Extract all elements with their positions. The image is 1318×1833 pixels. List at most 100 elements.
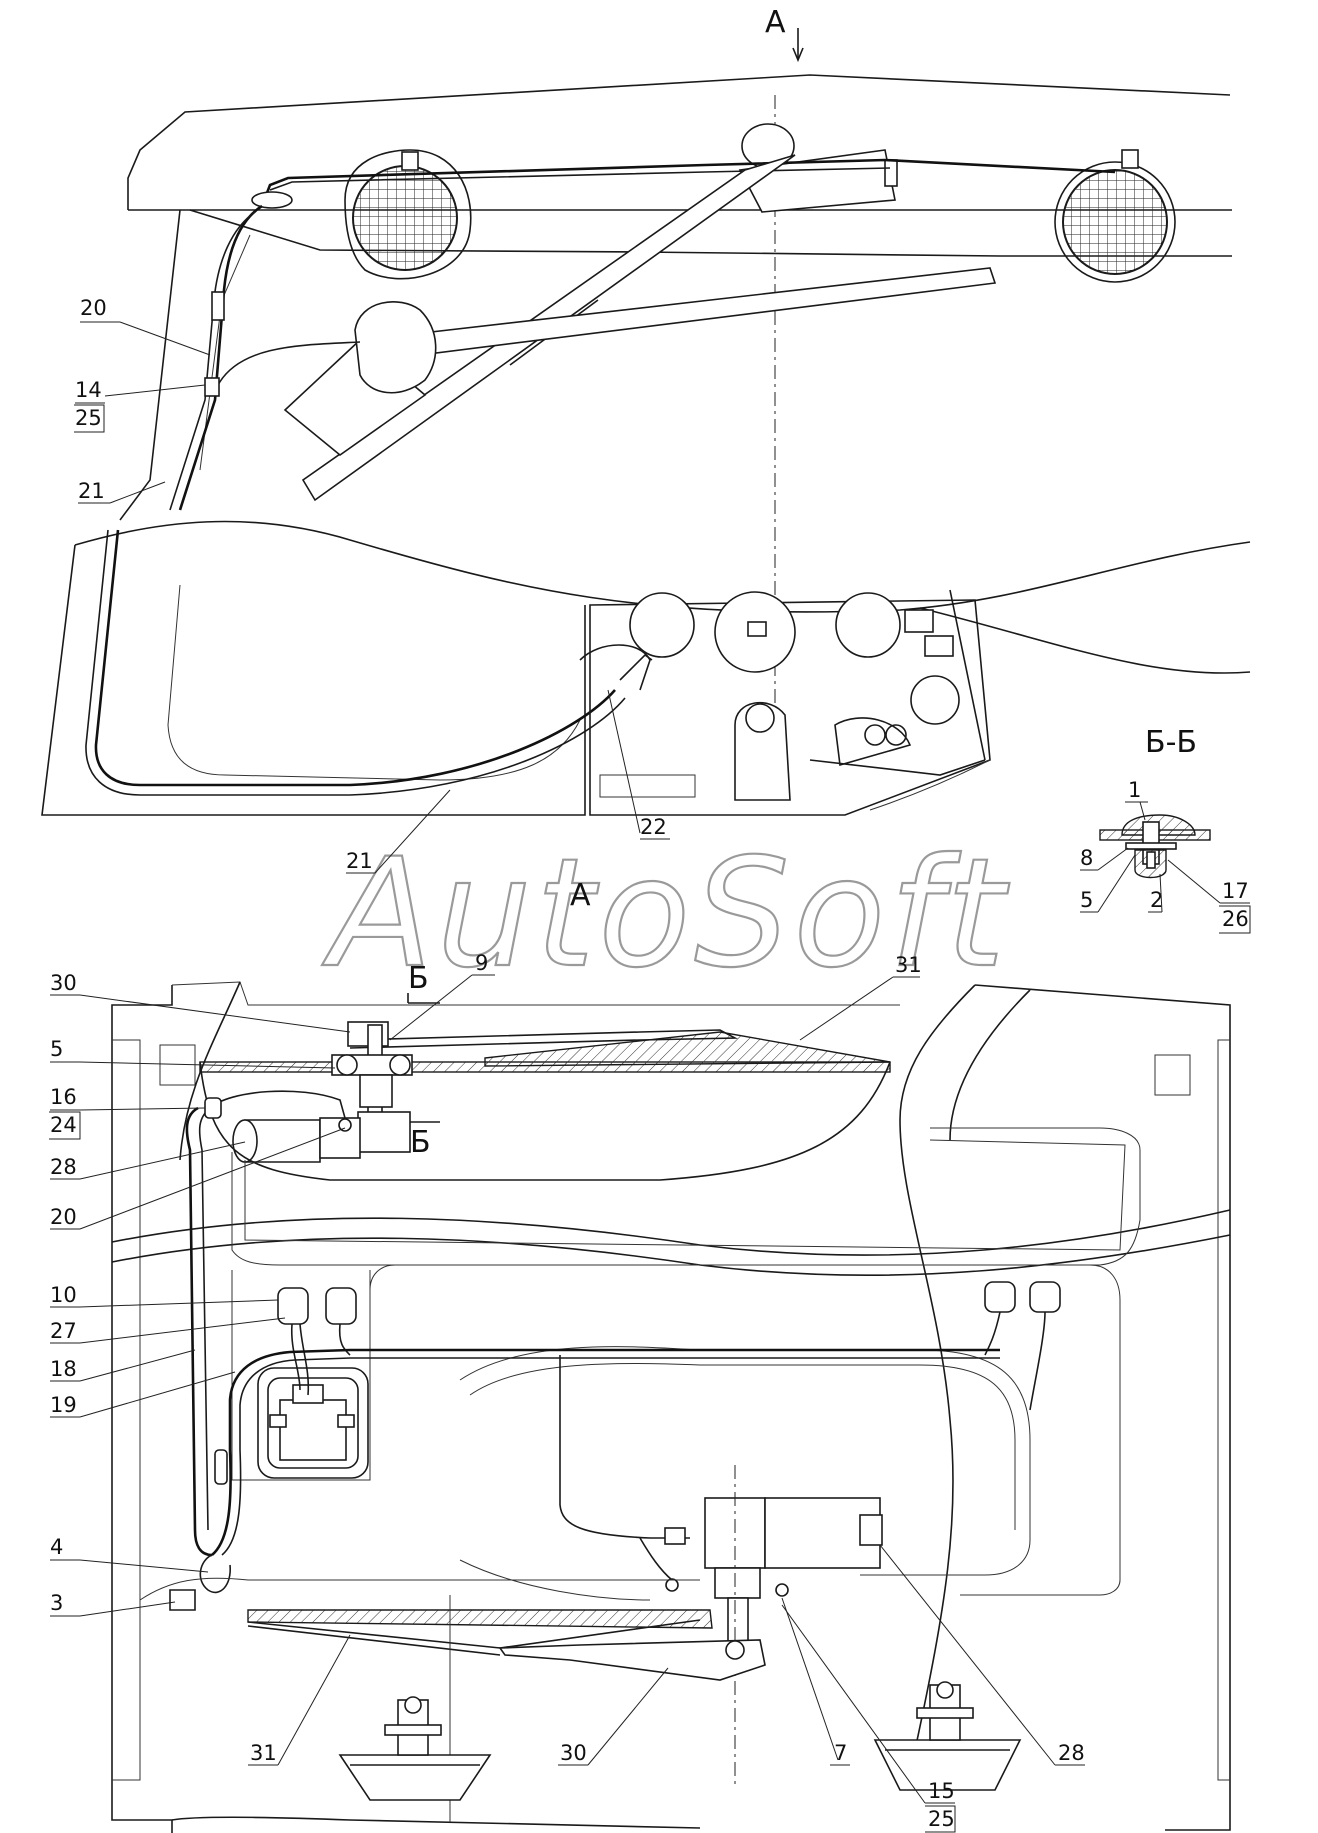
lower-body-line-4 [459,1559,651,1601]
callout-14-top: 14 [75,378,102,402]
speaker-left [344,149,472,280]
inner-panel-frame [231,1127,1141,1266]
view-marker-a-top: А [765,5,786,40]
callout-21-top-b: 21 [346,849,373,873]
upper-blade-31 [484,1031,891,1067]
inner-panel-frame-2 [244,1139,1126,1251]
wire-to-motor-2 [639,1537,673,1581]
dashboard-break-line-2 [919,607,1251,674]
svg-text:30: 30 [560,1741,587,1765]
callouts-bottom: 30 9 31 5 16 24 28 20 10 [49,951,1085,1833]
instrument-cluster [589,589,991,816]
dash-right-panel [869,759,991,811]
clamp-16 [204,1097,222,1119]
break-curve-upper [199,1061,891,1181]
clamp-upper [211,291,225,321]
lower-arm-pivot [725,1640,745,1660]
washer-motor-28-upper [232,1117,361,1163]
section-b-b: Б-Б 1 8 5 2 17 26 [1080,725,1251,934]
section-title: Б-Б [1145,725,1197,760]
lower-door-frame-left [369,1264,1121,1301]
lower-body-line [171,1816,701,1829]
connector-motor [664,1527,686,1545]
harness-19-b [221,1357,1000,1556]
relay-10-pair [277,1287,357,1396]
cab-outline-left-inner [112,1039,141,1781]
lamp-left [338,1696,492,1801]
svg-text:2: 2 [1150,888,1163,912]
upper-arm-30 [349,1029,739,1049]
wire-20-top [217,341,361,386]
watermark-text: AutoSoft [322,827,1010,1001]
wire-to-motor [559,1355,690,1539]
connector-3 [169,1589,196,1611]
svg-text:25: 25 [928,1807,955,1831]
svg-text:3: 3 [50,1591,63,1615]
svg-text:17: 17 [1222,879,1249,903]
svg-text:19: 19 [50,1393,77,1417]
cab-outline-right [974,984,1231,1831]
upper-pivot-assembly [331,1021,413,1153]
lamp-right [873,1681,1022,1791]
top-view: А [41,5,1251,874]
svg-text:9: 9 [475,951,488,975]
svg-text:28: 28 [50,1155,77,1179]
harness-19 [211,1348,1000,1556]
svg-text:27: 27 [50,1319,77,1343]
lower-big-loop-2 [469,1363,1016,1530]
lower-right-frame [960,1300,1121,1596]
callouts-section: 1 8 5 2 17 26 [1080,778,1251,934]
cab-outline-outer [111,985,173,1833]
view-marker-a-bottom: А [570,878,591,913]
lower-body-line-2 [139,1577,700,1601]
svg-text:15: 15 [928,1779,955,1803]
svg-text:10: 10 [50,1283,77,1307]
cab-side-left-inner [199,234,251,471]
harness-loop-4 [199,1554,231,1594]
harness-21-lower-b [85,529,626,796]
dashboard-break-line [74,520,1251,613]
svg-text:18: 18 [50,1357,77,1381]
dash-inner-frame [167,584,581,781]
svg-text:1: 1 [1128,778,1141,802]
clamp-icon [251,191,293,209]
callout-20-top: 20 [80,296,107,320]
svg-text:26: 26 [1222,907,1249,931]
harness-18 [185,1106,213,1557]
dash-left-panel [41,544,586,816]
svg-text:20: 20 [50,1205,77,1229]
cab-side-left [119,209,181,521]
svg-text:24: 24 [50,1113,77,1137]
svg-text:5: 5 [50,1037,63,1061]
section-mark-upper: Б [408,961,429,996]
lower-panel-frame [231,1270,371,1481]
view-arrowhead-icon [792,47,804,63]
svg-text:8: 8 [1080,846,1093,870]
harness-16-loop [209,1090,346,1119]
svg-text:31: 31 [895,953,922,977]
break-band-top [111,1209,1231,1256]
callouts-top: 20 14 25 21 21 22 [74,296,670,874]
wiper-blade-top [403,267,997,356]
lower-crossbeam [247,1609,713,1629]
roof-harness [260,158,1116,207]
cab-outline-right-inner [1217,1039,1230,1781]
bottom-view: А Б Б [49,878,1231,1833]
section-mark-lower: Б [410,1125,431,1160]
svg-text:4: 4 [50,1535,63,1559]
svg-text:28: 28 [1058,1741,1085,1765]
door-curve-left [179,981,241,1161]
callout-21-top-a: 21 [78,479,105,503]
roof-harness-2 [269,167,891,191]
relay-right-pair [984,1281,1061,1411]
svg-text:16: 16 [50,1085,77,1109]
clamp-lower-left [214,1449,228,1485]
washer-motor-top [283,301,437,457]
clamp-14 [204,377,220,397]
roof-outline [127,74,1231,210]
svg-text:31: 31 [250,1741,277,1765]
svg-text:5: 5 [1080,888,1093,912]
washer-motor-28-lower [665,1497,883,1649]
lower-blade-31-b [247,1625,501,1656]
